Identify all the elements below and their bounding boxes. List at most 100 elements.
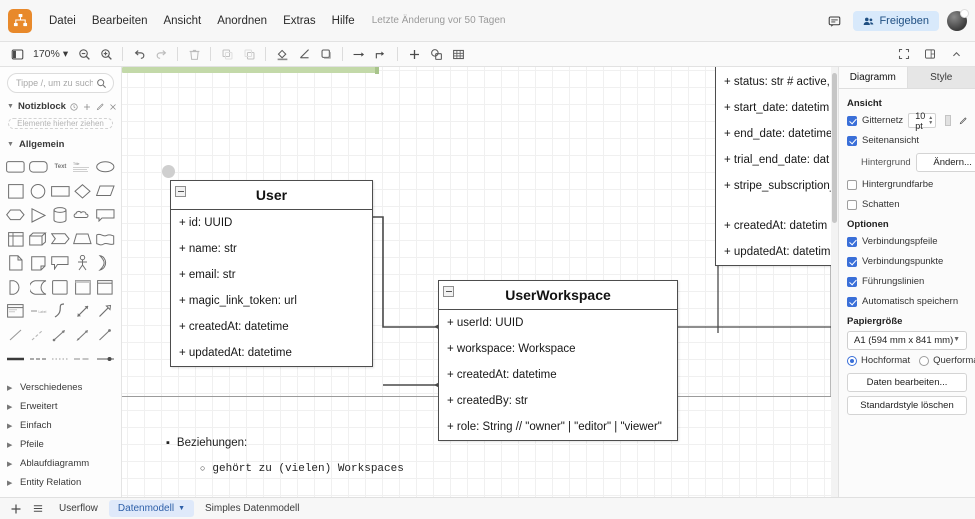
thick-line-shape[interactable] bbox=[5, 348, 26, 370]
user-avatar[interactable] bbox=[947, 11, 967, 31]
userworkspace-class[interactable]: UserWorkspace + userId: UUID + workspace… bbox=[438, 280, 678, 441]
circle-shape[interactable] bbox=[27, 180, 48, 202]
edit-data-button[interactable]: Daten bearbeiten... bbox=[847, 373, 967, 392]
menu-datei[interactable]: Datei bbox=[42, 12, 83, 30]
add-sheet-icon[interactable] bbox=[6, 500, 26, 518]
dashed-line-shape[interactable] bbox=[27, 324, 48, 346]
hintergrundfarbe-checkbox[interactable] bbox=[847, 180, 857, 190]
marker-line-shape[interactable] bbox=[95, 348, 116, 370]
scratchpad-dropzone[interactable]: Elemente hierher ziehen bbox=[8, 118, 113, 129]
shapes-icon[interactable] bbox=[425, 45, 447, 64]
format-panel-icon[interactable] bbox=[919, 45, 941, 64]
seitenansicht-checkbox[interactable] bbox=[847, 136, 857, 146]
category-erweitert[interactable]: ▶Erweitert bbox=[0, 397, 121, 416]
querformat-radio[interactable] bbox=[919, 356, 929, 366]
close-icon[interactable] bbox=[109, 103, 117, 111]
plus-icon[interactable] bbox=[83, 103, 91, 111]
square-shape[interactable] bbox=[5, 180, 26, 202]
edit-icon[interactable] bbox=[96, 103, 104, 111]
line-color-icon[interactable] bbox=[293, 45, 315, 64]
category-ablaufdiagramm[interactable]: ▶Ablaufdiagramm bbox=[0, 454, 121, 473]
search-input[interactable] bbox=[16, 78, 93, 88]
step-shape[interactable] bbox=[50, 228, 71, 250]
category-entity-relation[interactable]: ▶Entity Relation bbox=[0, 473, 121, 492]
sheet-tab-datenmodell[interactable]: Datenmodell ▼ bbox=[109, 500, 194, 517]
verbindungspunkte-checkbox[interactable] bbox=[847, 257, 857, 267]
hintergrund-aendern-button[interactable]: Ändern... bbox=[916, 153, 975, 172]
shadow-icon[interactable] bbox=[315, 45, 337, 64]
textbox-shape[interactable]: Title bbox=[72, 156, 93, 178]
internal-storage-shape[interactable] bbox=[50, 276, 71, 298]
fullscreen-icon[interactable] bbox=[893, 45, 915, 64]
horizontal-line-shape[interactable]: Label bbox=[27, 300, 48, 322]
ellipse-shape[interactable] bbox=[95, 156, 116, 178]
zoom-out-icon[interactable] bbox=[73, 45, 95, 64]
table-icon[interactable] bbox=[447, 45, 469, 64]
paper-size-select[interactable]: A1 (594 mm x 841 mm) ▼ bbox=[847, 331, 967, 350]
crescent-shape[interactable] bbox=[95, 252, 116, 274]
container-shape[interactable] bbox=[95, 276, 116, 298]
arc-shape[interactable] bbox=[27, 276, 48, 298]
menu-bearbeiten[interactable]: Bearbeiten bbox=[85, 12, 155, 30]
cloud-shape[interactable] bbox=[72, 204, 93, 226]
search-box[interactable] bbox=[7, 73, 114, 93]
redo-icon[interactable] bbox=[150, 45, 172, 64]
arrow-line-shape[interactable] bbox=[50, 324, 71, 346]
comment-icon[interactable] bbox=[823, 11, 845, 31]
rectangle-shape[interactable] bbox=[50, 180, 71, 202]
elbow-connector-icon[interactable] bbox=[370, 45, 392, 64]
share-button[interactable]: Freigeben bbox=[853, 11, 939, 31]
rounded-rectangle-2-shape[interactable] bbox=[27, 156, 48, 178]
tab-style[interactable]: Style bbox=[908, 67, 975, 88]
zoom-level-dropdown[interactable]: 170% ▾ bbox=[28, 46, 73, 62]
canvas-vertical-scrollbar[interactable] bbox=[831, 67, 838, 497]
grid-size-stepper[interactable]: 10 pt ▲▼ bbox=[908, 113, 936, 128]
document-shape[interactable] bbox=[5, 252, 26, 274]
triangle-shape[interactable] bbox=[27, 204, 48, 226]
sheet-list-icon[interactable] bbox=[28, 500, 48, 518]
diamond-shape[interactable] bbox=[72, 180, 93, 202]
collapse-icon[interactable] bbox=[175, 186, 186, 197]
curve-arrow-shape[interactable] bbox=[50, 300, 71, 322]
clear-default-style-button[interactable]: Standardstyle löschen bbox=[847, 396, 967, 415]
rounded-rectangle-shape[interactable] bbox=[5, 156, 26, 178]
callout-shape[interactable] bbox=[95, 204, 116, 226]
cube-shape[interactable] bbox=[27, 228, 48, 250]
table-shape[interactable] bbox=[5, 228, 26, 250]
scratchpad-header[interactable]: ▼ Notizblock bbox=[0, 97, 121, 116]
menu-anordnen[interactable]: Anordnen bbox=[210, 12, 274, 30]
text-shape[interactable]: Text bbox=[50, 156, 71, 178]
user-class[interactable]: User + id: UUID + name: str + email: str… bbox=[170, 180, 373, 367]
zoom-in-icon[interactable] bbox=[95, 45, 117, 64]
note-shape[interactable] bbox=[27, 252, 48, 274]
automatisch-speichern-checkbox[interactable] bbox=[847, 297, 857, 307]
dash-dot-line-shape[interactable] bbox=[27, 348, 48, 370]
subscription-class-partial[interactable]: + subscription_plan_i + status: str # ac… bbox=[715, 67, 838, 266]
dotted-arrow-shape[interactable] bbox=[72, 324, 93, 346]
to-back-icon[interactable] bbox=[238, 45, 260, 64]
actor-shape[interactable] bbox=[72, 252, 93, 274]
half-circle-shape[interactable] bbox=[5, 276, 26, 298]
speech-bubble-shape[interactable] bbox=[50, 252, 71, 274]
chevron-down-icon[interactable]: ▼ bbox=[178, 505, 185, 512]
hexagon-shape[interactable] bbox=[5, 204, 26, 226]
menu-extras[interactable]: Extras bbox=[276, 12, 323, 30]
to-front-icon[interactable] bbox=[216, 45, 238, 64]
grid-color-edit-icon[interactable] bbox=[959, 117, 967, 125]
diagram-logo-icon[interactable] bbox=[8, 9, 32, 33]
insert-icon[interactable] bbox=[403, 45, 425, 64]
hochformat-radio[interactable] bbox=[847, 356, 857, 366]
gitternetz-checkbox[interactable] bbox=[847, 116, 857, 126]
long-dash-line-shape[interactable] bbox=[72, 348, 93, 370]
line-shape[interactable] bbox=[5, 324, 26, 346]
process-shape[interactable] bbox=[72, 276, 93, 298]
wave-shape[interactable] bbox=[95, 228, 116, 250]
fill-color-icon[interactable] bbox=[271, 45, 293, 64]
cylinder-shape[interactable] bbox=[50, 204, 71, 226]
menu-ansicht[interactable]: Ansicht bbox=[156, 12, 208, 30]
fuehrungslinien-checkbox[interactable] bbox=[847, 277, 857, 287]
window-shape[interactable] bbox=[5, 300, 26, 322]
verbindungspfeile-checkbox[interactable] bbox=[847, 237, 857, 247]
sheet-tab-simples-datenmodell[interactable]: Simples Datenmodell bbox=[196, 500, 309, 517]
scrollbar-thumb[interactable] bbox=[832, 73, 837, 223]
